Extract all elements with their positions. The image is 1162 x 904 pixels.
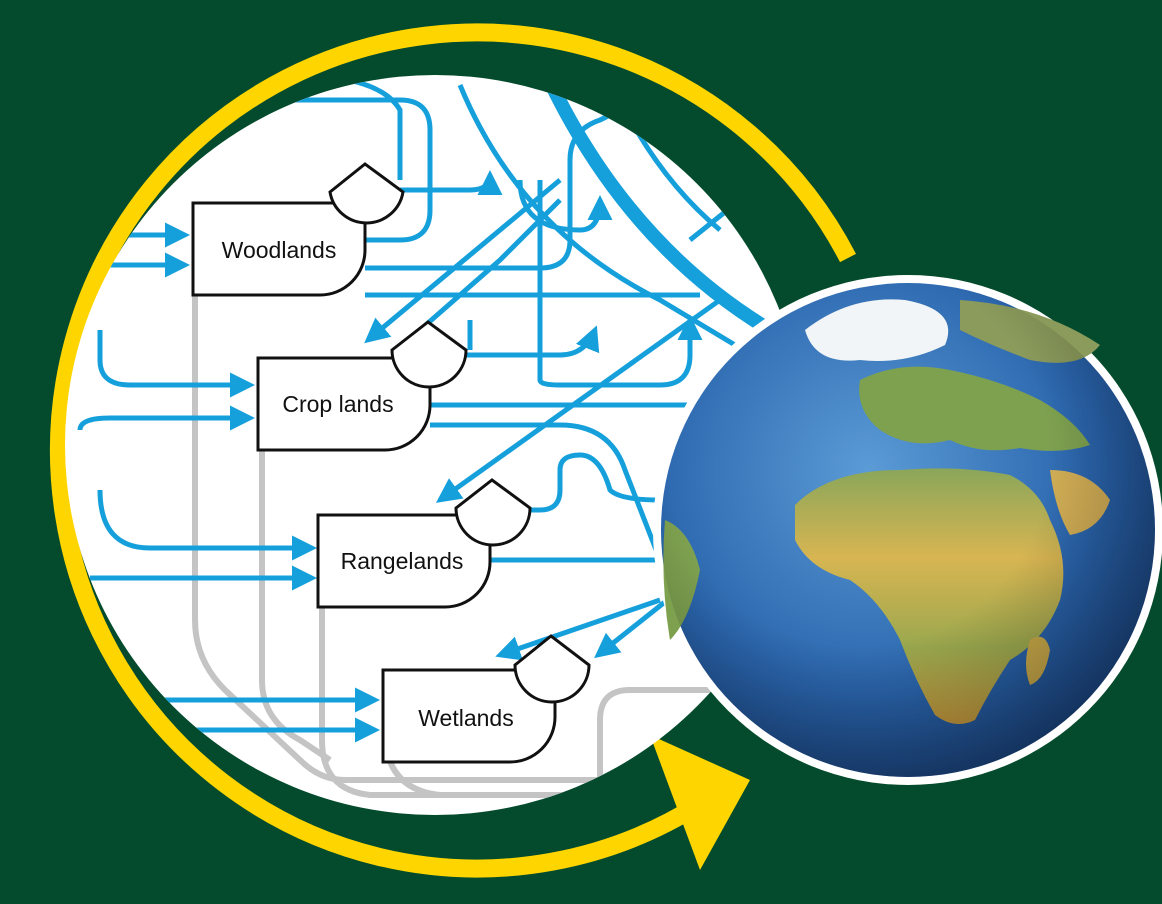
node-rangelands[interactable]: Rangelands: [316, 478, 532, 609]
rangelands-label: Rangelands: [341, 548, 464, 574]
woodlands-cap-icon: [328, 162, 405, 225]
major-flow-arc: [533, 75, 774, 337]
node-woodlands[interactable]: Woodlands: [191, 162, 405, 297]
croplands-label: Crop lands: [282, 391, 393, 417]
croplands-cap-icon: [390, 320, 468, 389]
rangelands-cap-icon: [454, 478, 532, 547]
wetlands-label: Wetlands: [418, 705, 513, 731]
grey-connectors: [192, 295, 720, 815]
wetlands-cap-icon: [513, 634, 591, 704]
cycle-arrow-head: [650, 735, 750, 870]
woodlands-label: Woodlands: [222, 237, 337, 263]
cycle-arrow-ring: [50, 23, 856, 878]
flow-network: Woodlands Crop lands Rangelands Wetlands: [77, 75, 774, 815]
earth-globe-icon: [653, 275, 1162, 785]
node-croplands[interactable]: Crop lands: [256, 320, 468, 452]
cycle-arrow: [50, 23, 856, 878]
node-wetlands[interactable]: Wetlands: [381, 634, 591, 764]
